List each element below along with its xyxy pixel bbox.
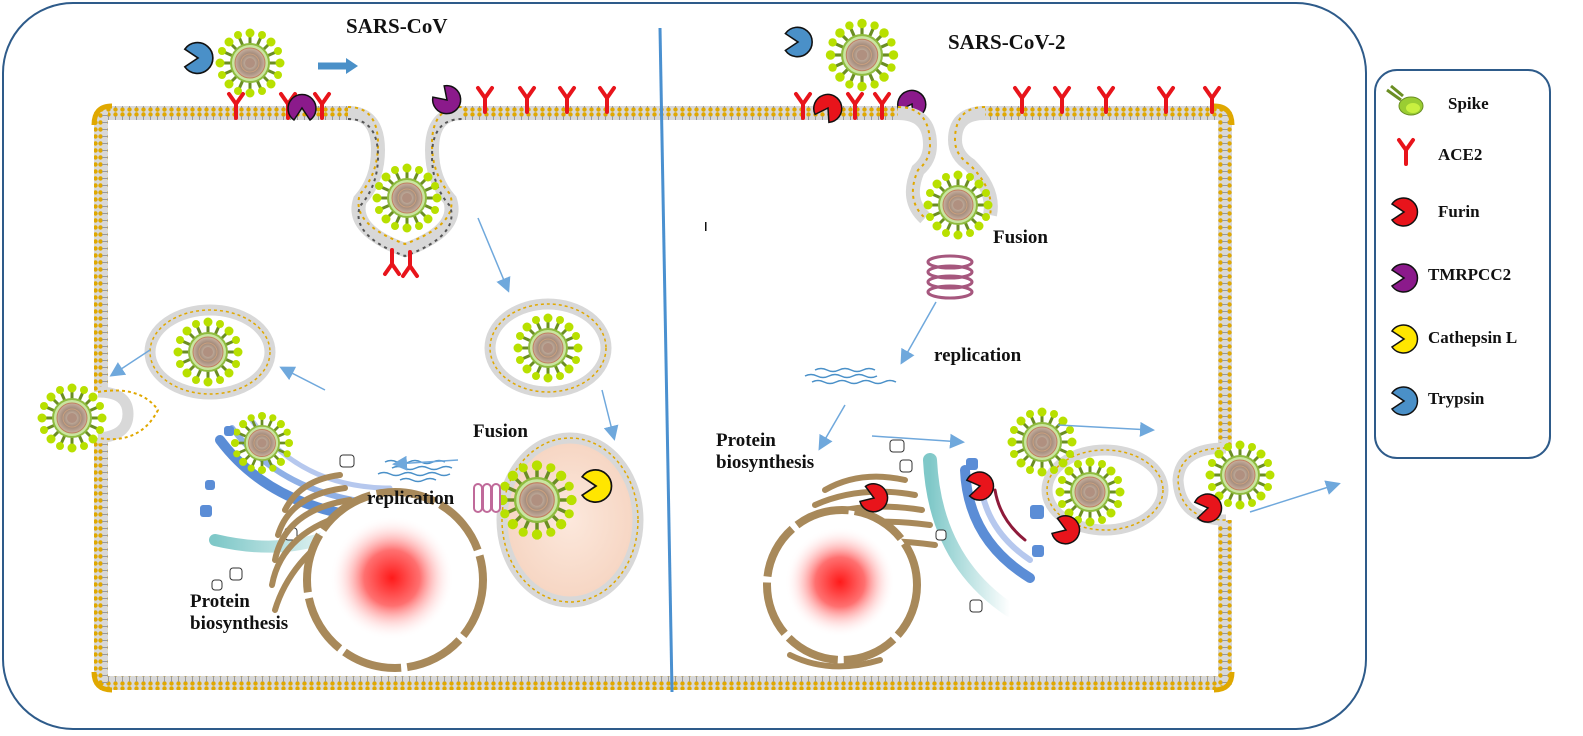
right-protein-line2: biosynthesis: [716, 452, 815, 473]
right-rna: [804, 367, 897, 385]
right-fusion-label: Fusion: [993, 227, 1048, 248]
left-organelles: [200, 410, 487, 672]
right-replication-label: replication: [934, 345, 1022, 366]
left-panel-title: SARS-CoV: [346, 14, 448, 38]
spike-icon: [1386, 84, 1424, 116]
legend-label-furin: Furin: [1438, 202, 1480, 221]
right-panel-title: SARS-CoV-2: [948, 30, 1066, 54]
right-endocytic-pit: [897, 106, 998, 241]
right-protein-line1: Protein: [716, 430, 776, 451]
legend-label-ace2: ACE2: [1438, 145, 1483, 164]
right-surface: [705, 17, 1221, 231]
right-arrows: [818, 301, 1341, 513]
legend-box: [1374, 69, 1551, 459]
legend-icons: [1386, 84, 1424, 416]
left-rna: [377, 459, 453, 483]
left-arrows: [109, 217, 619, 471]
legend-label-spike: Spike: [1448, 94, 1489, 113]
left-fusion-label: Fusion: [473, 421, 528, 442]
left-protein-label: Protein biosynthesis: [190, 591, 288, 635]
left-protein-line1: Protein: [190, 591, 250, 612]
left-endocytic-pit: [347, 106, 463, 278]
left-rna-coil: [473, 483, 501, 513]
panel-divider: [658, 27, 674, 693]
trypsin-icon: [183, 41, 214, 75]
right-protein-label: Protein biosynthesis: [716, 430, 814, 474]
legend-label-trypsin: Trypsin: [1428, 389, 1485, 408]
left-vesicles: [36, 298, 644, 608]
legend-label-cathepsin-l: Cathepsin L: [1428, 328, 1518, 347]
right-rna-coil: [926, 254, 974, 300]
outer-frame: [2, 2, 1367, 730]
legend-label-tmrpcc2: TMRPCC2: [1428, 265, 1512, 284]
cell-membrane: [91, 103, 1235, 693]
right-organelles: [763, 406, 1276, 670]
left-surface: [183, 27, 616, 121]
left-protein-line2: biosynthesis: [190, 613, 289, 634]
left-replication-label: replication: [367, 488, 455, 509]
